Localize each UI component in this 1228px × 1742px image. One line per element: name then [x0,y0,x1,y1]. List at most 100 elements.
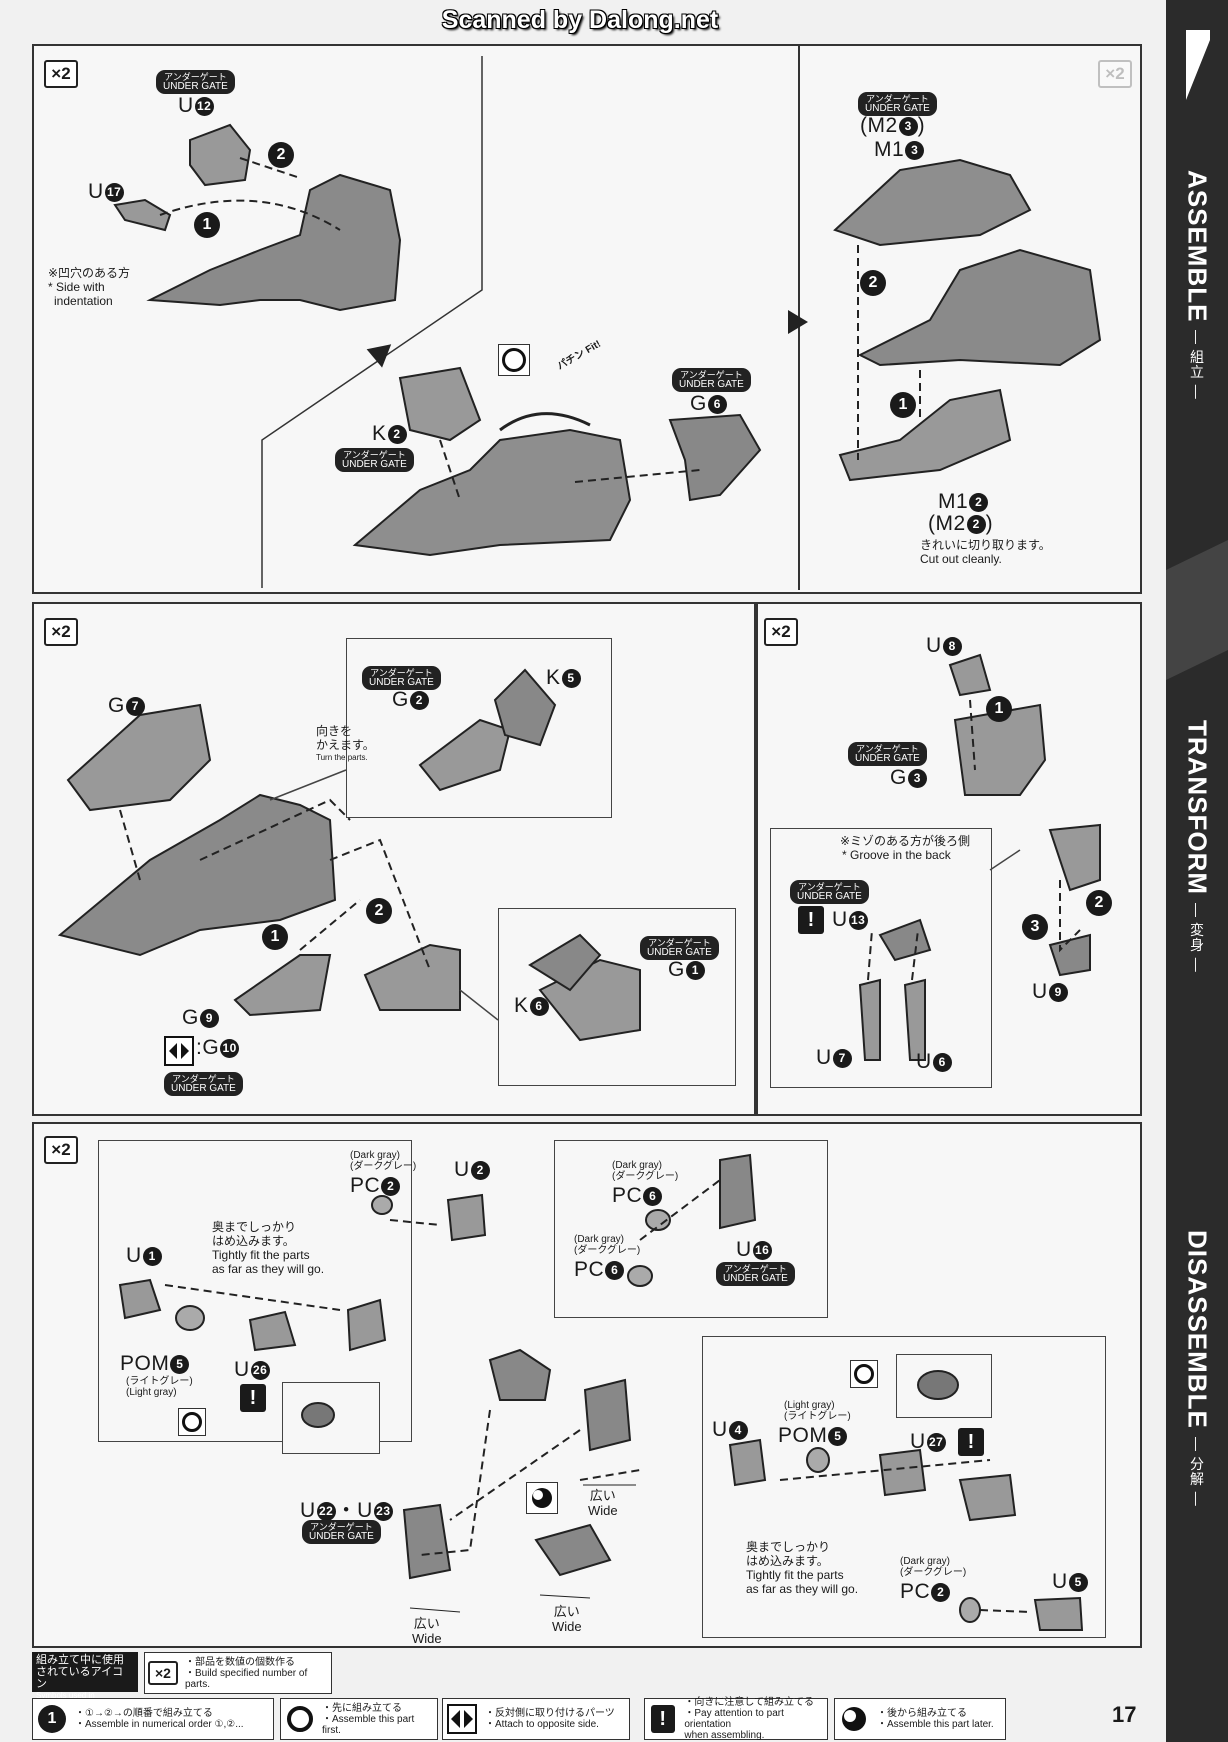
step-2-badge: 2 [860,270,886,296]
tab-disassemble[interactable]: DISASSEMBLE — 分解 — [1166,1230,1228,1610]
groove-note: ※ミゾのある方が後ろ側 * Groove in the back [840,834,971,862]
color-note: (ライトグレー)(Light gray) [126,1376,193,1398]
assemble-later-icon [526,1482,558,1514]
tab-disassemble-label: DISASSEMBLE [1182,1230,1213,1429]
tightly-fit-note: 奥までしっかり はめ込みます。 Tightly fit the parts as… [746,1540,859,1596]
legend-opposite-side: ・反対側に取り付けるパーツ・Attach to opposite side. [442,1698,630,1740]
attention-icon: ! [798,906,824,934]
tab-transform[interactable]: TRANSFORM — 変身 — [1166,720,1228,1050]
color-note: (Dark gray)(ダークグレー) [612,1160,679,1182]
tab-transform-jp: — 変身 — [1189,903,1205,973]
tab-assemble-label: ASSEMBLE [1182,170,1213,323]
color-note: (Light gray)(ライトグレー) [784,1400,851,1422]
tab-assemble[interactable]: ASSEMBLE — 組立 — [1166,170,1228,480]
legend-title: 組み立て中に使用 されているアイコン Symbols used in instr… [32,1652,138,1712]
diagram-lines-row2 [57,653,1101,1061]
step-1-badge: 1 [262,924,288,950]
color-note: (Dark gray)(ダークグレー) [350,1150,417,1172]
tab-transform-label: TRANSFORM [1182,720,1213,896]
diagram-lines-row3 [118,1153,1084,1631]
step-2-badge: 2 [268,142,294,168]
step-1-badge: 1 [986,696,1012,722]
indentation-note: ※凹穴のある方 * Side with indentation [48,266,131,308]
color-note: (Dark gray)(ダークグレー) [900,1556,967,1578]
stripe-decoration [1166,540,1228,680]
step-2-badge: 2 [366,898,392,924]
legend-assemble-first: ・先に組み立てる・Assemble this part first. [280,1698,438,1740]
detail-box-pc6 [554,1140,828,1318]
legend-numerical-order: 1 ・①→②→の順番で組み立てる・Assemble in numerical o… [32,1698,274,1740]
attention-icon: ! [958,1428,984,1456]
assemble-first-icon [178,1408,206,1436]
step-2-badge: 2 [1086,890,1112,916]
tab-disassemble-jp: — 分解 — [1189,1436,1205,1507]
assemble-first-icon [498,344,530,376]
page-number: 17 [1112,1702,1137,1727]
tab-assemble-jp: — 組立 — [1189,330,1205,401]
legend-assemble-later: ・後から組み立てる・Assemble this part later. [834,1698,1006,1740]
step-1-badge: 1 [194,212,220,238]
assemble-first-icon [850,1360,878,1388]
cut-cleanly-note: きれいに切り取ります。 Cut out cleanly. [920,538,1051,566]
watermark: Scanned by Dalong.net [441,6,719,34]
tightly-fit-note: 奥までしっかり はめ込みます。 Tightly fit the parts as… [212,1220,325,1276]
diagram-lines [113,56,1102,588]
color-note: (Dark gray)(ダークグレー) [574,1234,641,1256]
sidebar: ASSEMBLE — 組立 — TRANSFORM — 変身 — DISASSE… [1166,0,1228,1742]
multiplier-badge: ×2 [44,60,78,88]
multiplier-badge: ×2 [1098,60,1132,88]
multiplier-badge: ×2 [44,1136,78,1164]
opposite-side-icon [164,1036,194,1066]
stripe-decoration [1186,30,1210,120]
legend-build-count: ×2 ・部品を数値の個数作る・Build specified number of… [144,1652,332,1694]
multiplier-badge: ×2 [764,618,798,646]
multiplier-badge: ×2 [44,618,78,646]
step-3-badge: 3 [1022,914,1048,940]
